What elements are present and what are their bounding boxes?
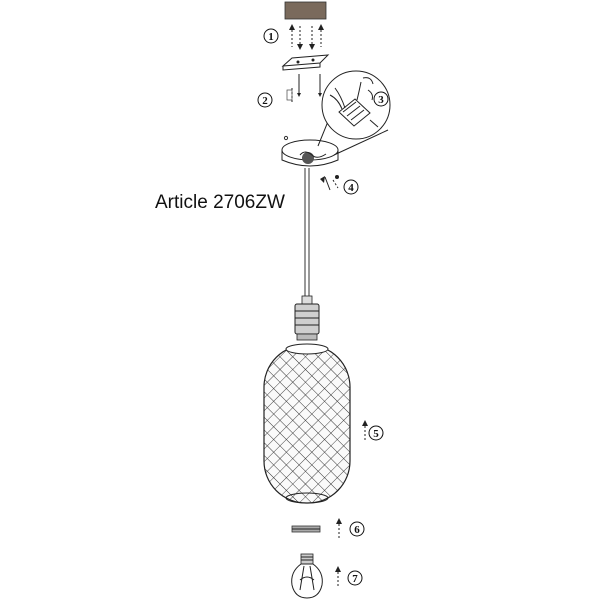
step-7-marker: 7 bbox=[347, 570, 363, 586]
ceiling-plate bbox=[284, 1, 327, 20]
mounting-arrows bbox=[289, 24, 324, 50]
canopy bbox=[281, 135, 339, 167]
step-7-number: 7 bbox=[352, 573, 358, 585]
step-1-marker: 1 bbox=[263, 28, 279, 44]
ring-arrow bbox=[336, 518, 342, 540]
screws bbox=[286, 74, 322, 104]
step-6-number: 6 bbox=[354, 524, 360, 536]
wiring-detail-callout: 3 bbox=[317, 70, 391, 156]
step-5-marker: 5 bbox=[368, 425, 384, 441]
mesh-lampshade bbox=[263, 343, 351, 504]
retaining-ring bbox=[291, 525, 321, 533]
bulb-arrow bbox=[335, 566, 341, 588]
step-4-marker: 4 bbox=[343, 179, 359, 195]
mounting-bracket bbox=[281, 54, 330, 71]
suspension-cable bbox=[304, 168, 310, 298]
terminal-block bbox=[329, 77, 379, 128]
step-2-number: 2 bbox=[262, 95, 268, 107]
step-2-marker: 2 bbox=[257, 92, 273, 108]
step-6-marker: 6 bbox=[349, 521, 365, 537]
light-bulb bbox=[291, 553, 323, 599]
step-1-number: 1 bbox=[268, 31, 274, 43]
step-4-number: 4 bbox=[348, 182, 354, 194]
step-3-number: 3 bbox=[378, 94, 384, 106]
lamp-socket bbox=[294, 295, 320, 341]
article-label: Article 2706ZW bbox=[155, 192, 285, 213]
canopy-screw bbox=[320, 175, 339, 191]
step-5-number: 5 bbox=[373, 428, 379, 440]
shade-arrow bbox=[362, 420, 368, 442]
